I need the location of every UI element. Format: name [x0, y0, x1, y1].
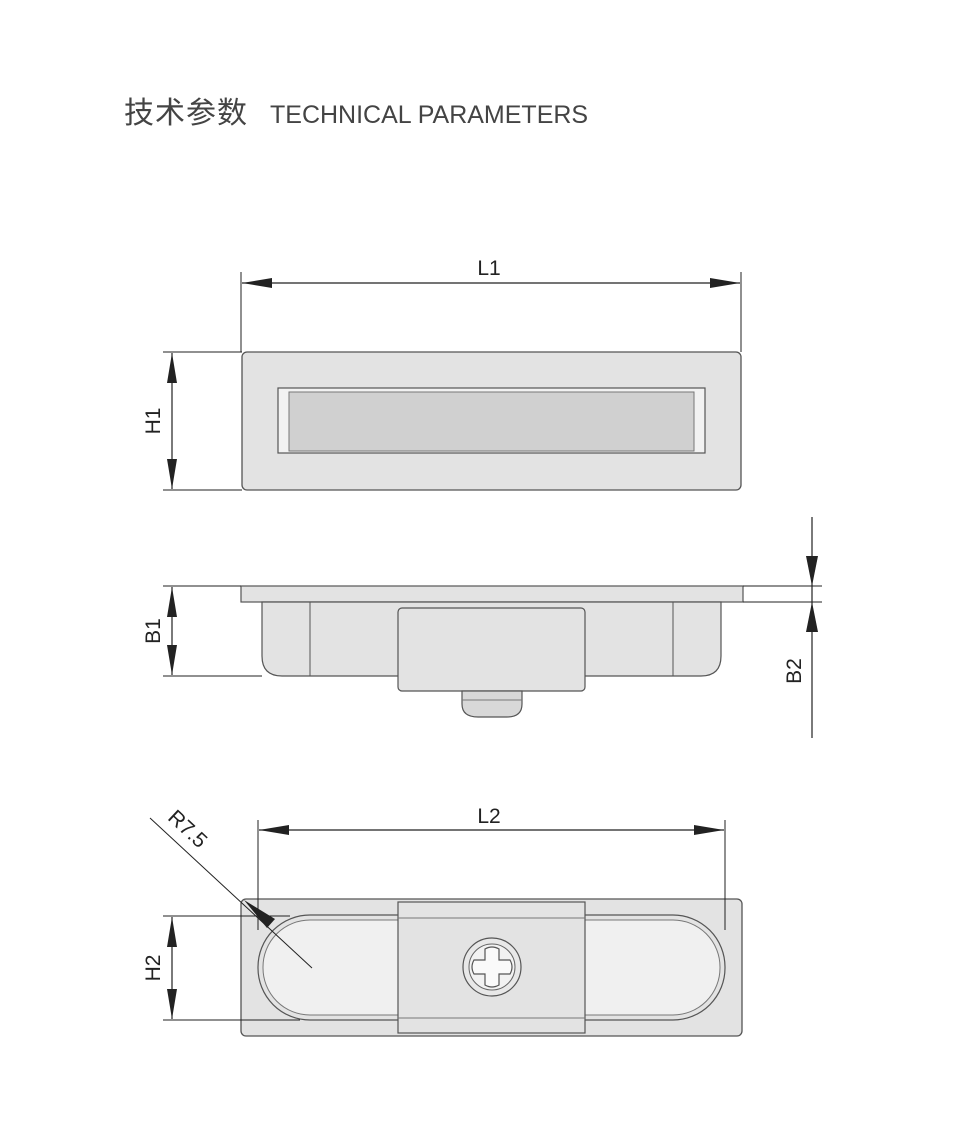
side-view-screw-head [461, 690, 523, 718]
dimension-b1: B1 [142, 585, 262, 677]
h1-label: H1 [142, 408, 165, 435]
b2-arrow-up [806, 602, 818, 632]
bottom-view [240, 898, 743, 1037]
phillips-cross-icon [471, 946, 513, 988]
l1-label: L1 [477, 257, 500, 280]
page-title: 技术参数 TECHNICAL PARAMETERS [124, 88, 588, 132]
side-view-latch-block [397, 607, 586, 692]
dimension-radius: R7.5 [149, 806, 313, 969]
radius-arrow [244, 900, 275, 928]
side-view-flange [240, 585, 744, 603]
b1-label: B1 [142, 618, 165, 644]
side-view [240, 585, 744, 718]
dimension-l2: L2 [257, 805, 726, 930]
h2-label: H2 [142, 955, 165, 982]
b2-arrow-down [806, 556, 818, 586]
radius-label: R7.5 [163, 806, 211, 853]
dimension-h1: H1 [142, 351, 242, 491]
radius-leader-line [149, 817, 313, 969]
dimension-b2: B2 [743, 517, 822, 738]
l2-label: L2 [477, 805, 500, 828]
title-english: TECHNICAL PARAMETERS [270, 101, 589, 129]
b2-label: B2 [783, 658, 806, 684]
title-chinese: 技术参数 [124, 96, 248, 131]
top-view [241, 351, 742, 491]
dimension-l1: L1 [240, 257, 742, 352]
top-view-window [288, 391, 695, 452]
